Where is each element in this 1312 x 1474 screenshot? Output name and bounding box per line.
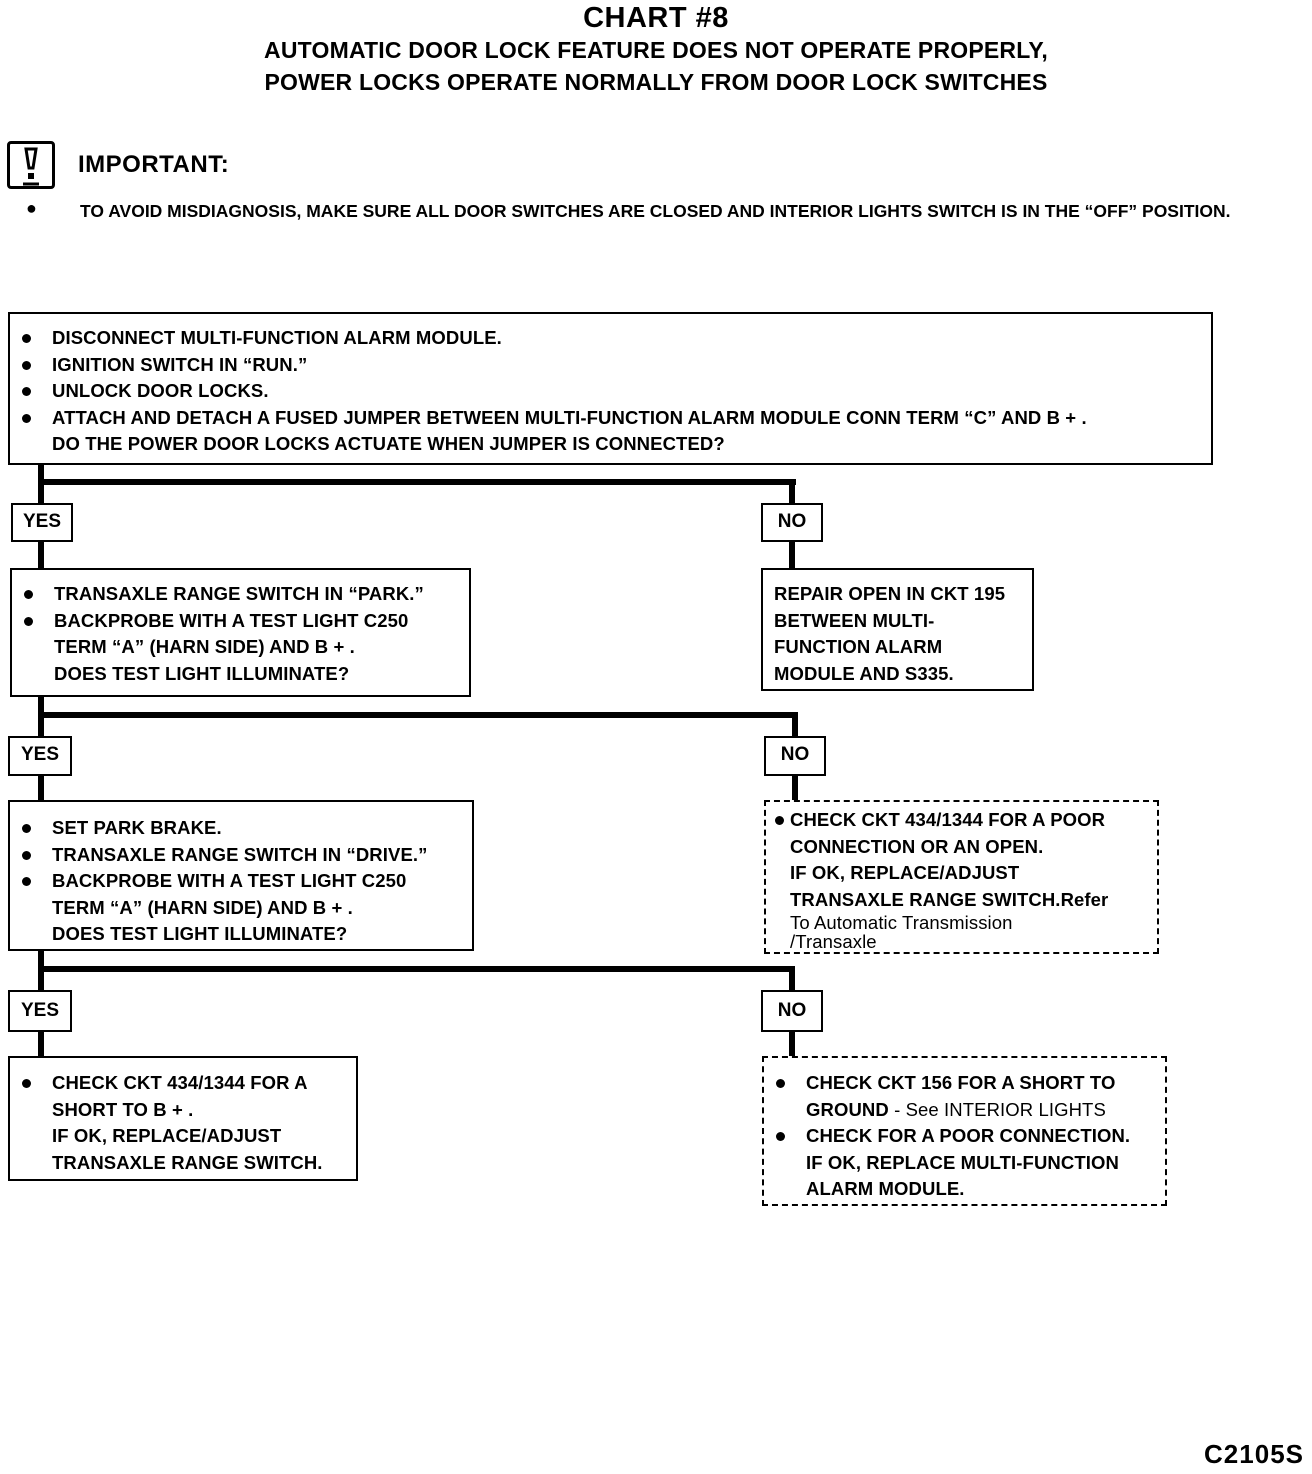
step-1-item: IGNITION SWITCH IN “RUN.” xyxy=(10,352,1211,379)
yes-label: YES xyxy=(8,736,72,776)
step-2-box: TRANSAXLE RANGE SWITCH IN “PARK.” BACKPR… xyxy=(10,568,471,697)
check-ckt-156-box: CHECK CKT 156 FOR A SHORT TO GROUND - Se… xyxy=(762,1056,1167,1206)
connector-line xyxy=(38,966,792,972)
result-line: MODULE AND S335. xyxy=(774,662,954,684)
bullet-icon: ● xyxy=(26,198,37,218)
step-3-item: TRANSAXLE RANGE SWITCH IN “DRIVE.” xyxy=(10,842,472,869)
result-line: SHORT TO B + . xyxy=(52,1098,194,1120)
step-2-question: DOES TEST LIGHT ILLUMINATE? xyxy=(54,662,350,684)
connector-line xyxy=(38,774,44,802)
figure-code: C2105S xyxy=(1204,1439,1304,1469)
yes-label: YES xyxy=(11,503,73,542)
connector-line xyxy=(38,950,44,994)
step-3-box: SET PARK BRAKE. TRANSAXLE RANGE SWITCH I… xyxy=(8,800,474,951)
connector-line xyxy=(789,966,795,992)
connector-line xyxy=(789,1030,795,1058)
chart-subtitle-line-2: POWER LOCKS OPERATE NORMALLY FROM DOOR L… xyxy=(264,69,1048,95)
result-line: FUNCTION ALARM xyxy=(774,636,943,657)
step-2-item: BACKPROBE WITH A TEST LIGHT C250 xyxy=(12,608,469,635)
result-line: ALARM MODULE. xyxy=(806,1178,965,1199)
check-ckt-434-short-box: CHECK CKT 434/1344 FOR A SHORT TO B + . … xyxy=(8,1056,358,1181)
yes-label: YES xyxy=(8,990,72,1032)
result-line: GROUND - See INTERIOR LIGHTS xyxy=(806,1098,1106,1120)
important-label: IMPORTANT: xyxy=(78,151,230,178)
connector-line xyxy=(38,712,798,718)
important-note: TO AVOID MISDIAGNOSIS, MAKE SURE ALL DOO… xyxy=(80,201,1231,221)
no-label: NO xyxy=(761,503,823,542)
result-line: IF OK, REPLACE MULTI-FUNCTION xyxy=(806,1151,1119,1173)
step-1-question: DO THE POWER DOOR LOCKS ACTUATE WHEN JUM… xyxy=(52,433,725,454)
step-1-item: DISCONNECT MULTI-FUNCTION ALARM MODULE. xyxy=(10,325,1211,352)
bullet-icon xyxy=(22,1079,31,1088)
connector-line xyxy=(38,1030,44,1058)
exclamation-icon xyxy=(7,141,55,189)
connector-line xyxy=(38,540,44,570)
bullet-icon xyxy=(22,413,31,423)
step-2-text: TERM “A” (HARN SIDE) AND B + . xyxy=(54,636,355,657)
result-line: IF OK, REPLACE/ADJUST xyxy=(790,862,1020,883)
connector-line xyxy=(789,479,795,505)
no-label: NO xyxy=(764,736,826,776)
step-1-item: ATTACH AND DETACH A FUSED JUMPER BETWEEN… xyxy=(10,405,1211,432)
bullet-icon xyxy=(22,877,31,886)
connector-line xyxy=(792,774,798,802)
bullet-icon xyxy=(775,816,784,825)
bullet-icon xyxy=(22,387,31,396)
result-item: CHECK CKT 434/1344 FOR A xyxy=(10,1070,356,1097)
bullet-icon xyxy=(24,616,33,626)
bullet-icon xyxy=(22,824,31,833)
connector-line xyxy=(789,540,795,568)
refer-line: To Automatic Transmission xyxy=(790,912,1013,933)
step-3-item: BACKPROBE WITH A TEST LIGHT C250 xyxy=(10,868,472,895)
bullet-icon xyxy=(776,1132,785,1141)
chart-title: CHART #8 xyxy=(583,2,729,34)
result-line: IF OK, REPLACE/ADJUST xyxy=(52,1125,282,1146)
step-2-item: TRANSAXLE RANGE SWITCH IN “PARK.” xyxy=(12,581,469,608)
no-label: NO xyxy=(761,990,823,1032)
connector-line xyxy=(38,479,796,485)
result-line: TRANSAXLE RANGE SWITCH.Refer xyxy=(790,888,1109,910)
step-1-item: UNLOCK DOOR LOCKS. xyxy=(10,378,1211,405)
result-line: CONNECTION OR AN OPEN. xyxy=(790,835,1044,857)
refer-line: /Transaxle xyxy=(790,931,877,952)
step-3-text: TERM “A” (HARN SIDE) AND B + . xyxy=(52,896,353,918)
result-line: BETWEEN MULTI- xyxy=(774,609,935,631)
bullet-icon xyxy=(776,1079,785,1088)
result-item: CHECK FOR A POOR CONNECTION. xyxy=(764,1123,1165,1150)
result-item: CHECK CKT 156 FOR A SHORT TO xyxy=(764,1070,1165,1097)
bullet-icon xyxy=(22,334,31,343)
result-line: REPAIR OPEN IN CKT 195 xyxy=(774,583,1006,604)
bullet-icon xyxy=(22,850,31,860)
result-line: TRANSAXLE RANGE SWITCH. xyxy=(52,1151,323,1173)
chart-subtitle-line-1: AUTOMATIC DOOR LOCK FEATURE DOES NOT OPE… xyxy=(264,37,1048,63)
bullet-icon xyxy=(22,360,31,370)
connector-line xyxy=(792,712,798,738)
step-3-question: DOES TEST LIGHT ILLUMINATE? xyxy=(52,923,348,944)
repair-ckt-195-box: REPAIR OPEN IN CKT 195 BETWEEN MULTI- FU… xyxy=(761,568,1034,691)
step-3-item: SET PARK BRAKE. xyxy=(10,815,472,842)
result-item: CHECK CKT 434/1344 FOR A POOR xyxy=(766,807,1157,834)
bullet-icon xyxy=(24,590,33,599)
step-1-box: DISCONNECT MULTI-FUNCTION ALARM MODULE. … xyxy=(8,312,1213,465)
check-ckt-434-open-box: CHECK CKT 434/1344 FOR A POOR CONNECTION… xyxy=(764,800,1159,954)
